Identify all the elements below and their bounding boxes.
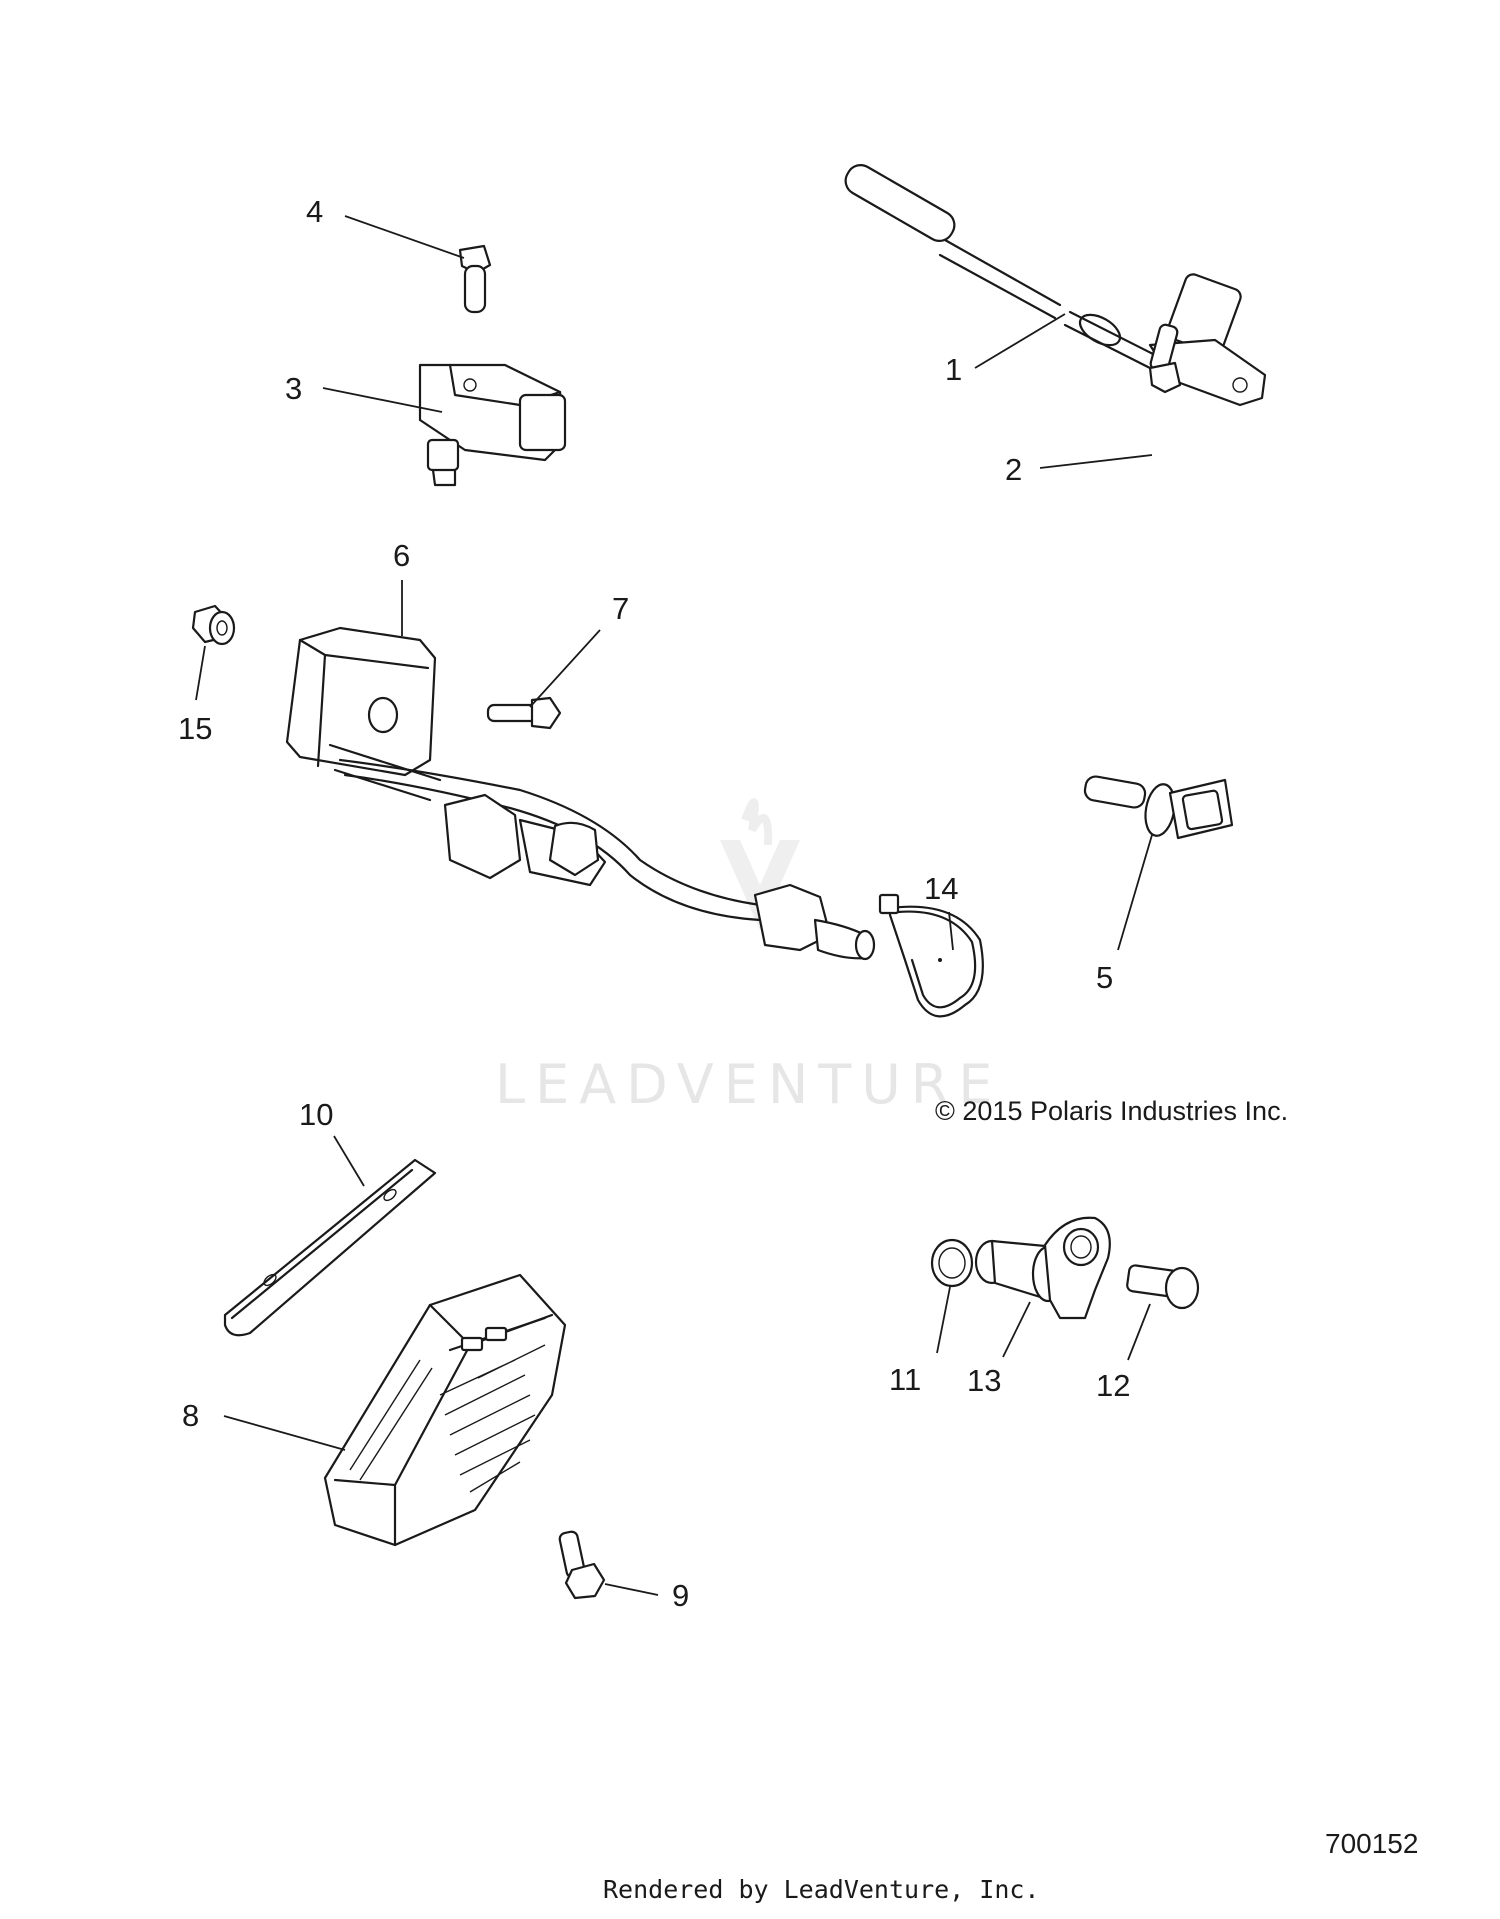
part-8-voltage-regulator[interactable]	[323, 1273, 567, 1547]
part-13-cam-sensor[interactable]	[974, 1216, 1111, 1320]
callout-3: 3	[285, 371, 302, 406]
callout-15: 15	[178, 711, 212, 746]
part-5-temp-sensor[interactable]	[1083, 775, 1234, 840]
copyright-notice: © 2015 Polaris Industries Inc.	[935, 1096, 1288, 1126]
callout-7: 7	[612, 591, 629, 626]
callout-1: 1	[945, 352, 962, 387]
callout-9: 9	[672, 1578, 689, 1613]
watermark: LEADVENTURE	[495, 798, 1002, 1116]
callout-11: 11	[889, 1362, 921, 1397]
part-3-map-sensor[interactable]	[418, 363, 567, 487]
callout-2: 2	[1005, 452, 1022, 487]
part-4-bolt[interactable]	[458, 244, 492, 314]
callout-10: 10	[299, 1097, 333, 1132]
rendered-by-credit: Rendered by LeadVenture, Inc.	[603, 1875, 1040, 1904]
callout-6: 6	[393, 538, 410, 573]
part-11-o-ring[interactable]	[930, 1238, 974, 1288]
part-7-bolt[interactable]	[486, 696, 562, 730]
part-6-module-harness[interactable]	[285, 626, 876, 961]
diagram-id: 700152	[1325, 1828, 1418, 1859]
callout-14: 14	[924, 871, 958, 906]
watermark-text: LEADVENTURE	[495, 1053, 1002, 1116]
callout-4: 4	[306, 194, 323, 229]
callout-13: 13	[967, 1363, 1001, 1398]
part-9-bolt[interactable]	[558, 1530, 606, 1600]
part-2-bolt[interactable]	[1148, 323, 1182, 394]
part-14-cable-tie[interactable]	[878, 893, 984, 1018]
callout-5: 5	[1096, 960, 1113, 995]
callout-12: 12	[1096, 1368, 1130, 1403]
part-1-speed-sensor-cable[interactable]	[841, 160, 1267, 407]
part-15-nut[interactable]	[191, 604, 236, 646]
callout-8: 8	[182, 1398, 199, 1433]
part-12-bolt[interactable]	[1126, 1264, 1200, 1310]
part-10-thermal-pad[interactable]	[223, 1158, 437, 1337]
